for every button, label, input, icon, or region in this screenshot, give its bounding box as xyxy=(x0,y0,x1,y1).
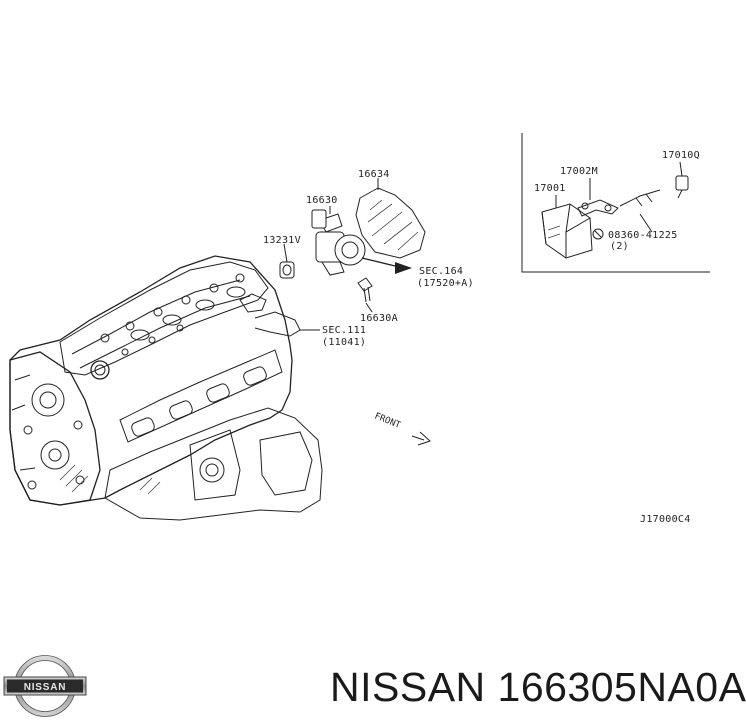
logo-text: NISSAN xyxy=(24,682,67,693)
high-pressure-fuel-pump xyxy=(279,178,426,331)
label-16634: 16634 xyxy=(358,169,390,180)
drawing-code: J17000C4 xyxy=(640,514,691,525)
label-13231v: 13231V xyxy=(263,235,301,246)
front-direction-indicator xyxy=(411,431,431,446)
label-sec111-ref: (11041) xyxy=(322,337,366,348)
label-17010q: 17010Q xyxy=(662,150,700,161)
label-sec164-ref: (17520+A) xyxy=(417,278,474,289)
nissan-logo: NISSAN xyxy=(3,655,87,717)
label-17001: 17001 xyxy=(534,183,566,194)
label-16630a: 16630A xyxy=(360,313,398,324)
part-caption: NISSAN 166305NA0A xyxy=(330,664,746,710)
parts-diagram: 16634 16630 13231V SEC.164 (17520+A) 166… xyxy=(9,133,710,525)
label-17002m: 17002M xyxy=(560,166,598,177)
label-sec111: SEC.111 xyxy=(322,325,366,336)
engine-cylinder-head xyxy=(9,255,323,521)
label-screw-part: 08360-41225 xyxy=(608,230,678,241)
label-screw-qty: (2) xyxy=(610,241,629,252)
label-sec164: SEC.164 xyxy=(419,266,463,277)
inset-detail xyxy=(521,133,710,273)
label-front: FRONT xyxy=(373,412,402,432)
label-16630: 16630 xyxy=(306,195,338,206)
